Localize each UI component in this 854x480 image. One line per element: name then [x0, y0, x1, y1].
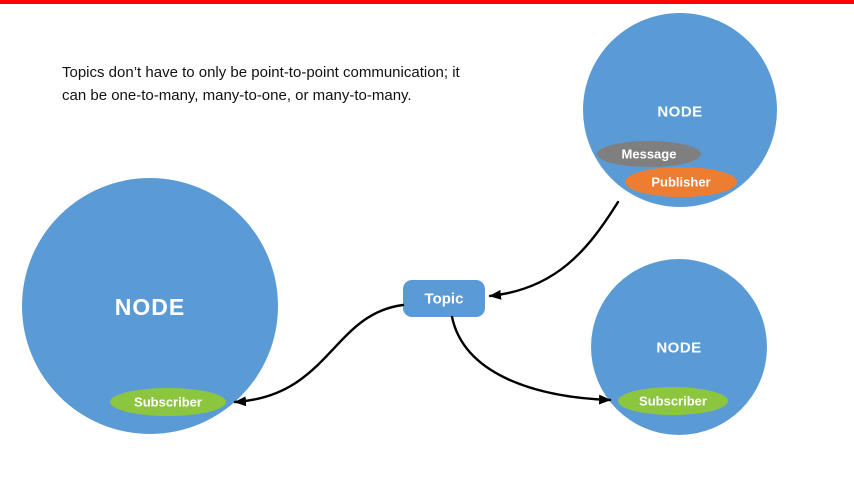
arrow-publisher-to-topic — [488, 200, 620, 300]
subscriber-label-right: Subscriber — [639, 394, 707, 409]
node-left-circle — [22, 178, 278, 434]
node-top-right-label: NODE — [657, 104, 702, 121]
subscriber-label-left: Subscriber — [134, 395, 202, 410]
publisher-label: Publisher — [651, 175, 710, 190]
caption-line-2: can be one-to-many, many-to-one, or many… — [62, 87, 412, 104]
top-accent-bar — [0, 0, 854, 4]
publisher-pill — [625, 167, 737, 197]
topic-box — [403, 280, 485, 317]
message-label: Message — [622, 147, 677, 162]
caption-line-1: Topics don’t have to only be point-to-po… — [62, 64, 461, 81]
message-pill — [597, 141, 701, 167]
arrow-topic-to-right-subscriber — [450, 315, 612, 405]
subscriber-pill-right — [618, 387, 728, 415]
topic-label: Topic — [425, 291, 464, 308]
node-bottom-right-label: NODE — [656, 340, 701, 357]
subscriber-pill-left — [110, 388, 226, 416]
node-left-label: NODE — [115, 294, 185, 320]
arrow-topic-to-left-subscriber — [233, 303, 405, 407]
